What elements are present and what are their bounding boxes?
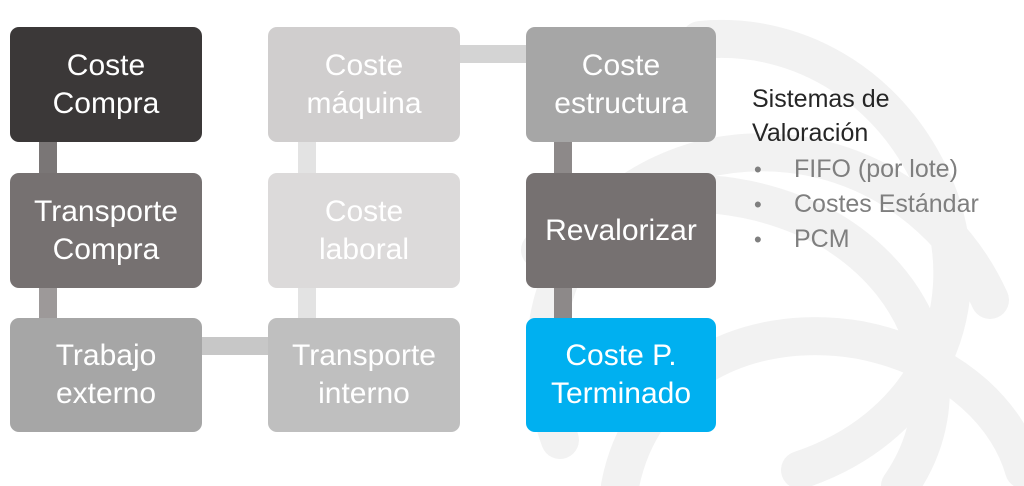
list-item-label: Costes Estándar [794,190,979,218]
revalorizar-label: Revalorizar [545,213,697,247]
connector-transporteinterno-laboral [298,286,316,320]
bullet-icon: • [754,192,762,217]
connector-maquina-estructura [460,45,526,63]
coste-maquina-label: Coste máquina [306,48,422,120]
connector-compra-transporte [39,140,57,176]
coste-estructura-box: Coste estructura [526,27,716,142]
valuation-systems-list: • FIFO (por lote) • Costes Estándar • PC… [752,152,979,257]
list-item-label: FIFO (por lote) [794,155,958,183]
trabajo-externo-label: Trabajo externo [55,339,157,410]
coste-estructura-label: Coste estructura [554,48,688,120]
list-item: • PCM [752,222,979,257]
list-item-label: PCM [794,225,850,253]
list-item: • Costes Estándar [752,187,979,222]
coste-laboral-label: Coste laboral [318,194,410,266]
transporte-compra-box: Transporte Compra [10,173,202,288]
connector-laboral-maquina [298,140,316,176]
coste-compra-box: Coste Compra [10,27,202,142]
connector-revalorizar-terminado [554,286,572,320]
coste-maquina-box: Coste máquina [268,27,460,142]
connector-estructura-revalorizar [554,140,572,176]
valuation-systems-heading: Sistemas de Valoración [752,85,890,147]
connector-transporte-trabajo [39,286,57,320]
valuation-systems-panel: Sistemas de Valoración • FIFO (por lote)… [752,82,979,257]
transporte-interno-label: Transporte interno [292,339,436,410]
coste-compra-label: Coste Compra [52,48,160,120]
coste-terminado-label: Coste P. Terminado [550,339,692,410]
bullet-icon: • [754,227,762,252]
transporte-interno-box: Transporte interno [268,318,460,432]
connector-trabajo-transporteinterno [202,337,268,355]
trabajo-externo-box: Trabajo externo [10,318,202,432]
coste-laboral-box: Coste laboral [268,173,460,288]
revalorizar-box: Revalorizar [526,173,716,288]
transporte-compra-label: Transporte Compra [34,194,178,266]
list-item: • FIFO (por lote) [752,152,979,187]
bullet-icon: • [754,157,762,182]
coste-terminado-box: Coste P. Terminado [526,318,716,432]
